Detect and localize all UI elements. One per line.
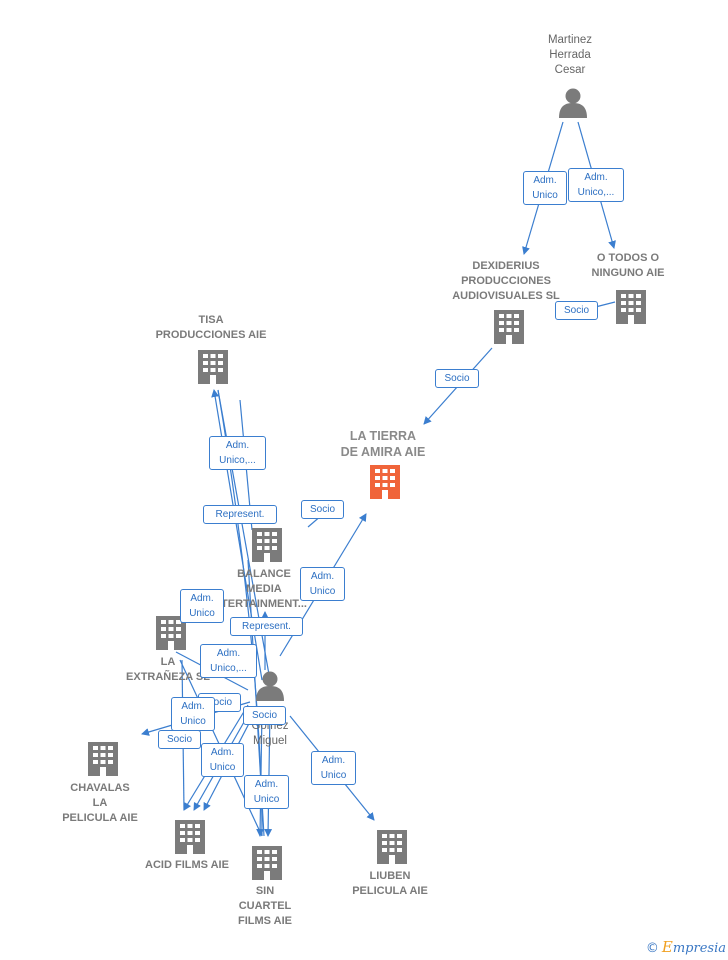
building-icon[interactable]: [377, 830, 407, 864]
building-icon[interactable]: [252, 528, 282, 562]
edge-label[interactable]: Represent.: [230, 617, 303, 636]
building-icon[interactable]: [88, 742, 118, 776]
edge-label[interactable]: Adm. Unico,...: [568, 168, 624, 202]
edge-label[interactable]: Adm. Unico: [311, 751, 356, 785]
building-icon[interactable]: [252, 846, 282, 880]
building-icon[interactable]: [175, 820, 205, 854]
edge-label[interactable]: Adm. Unico,...: [200, 644, 257, 678]
edge-label[interactable]: Socio: [435, 369, 479, 388]
person-icon[interactable]: [256, 671, 284, 702]
node-label-chavalas[interactable]: CHAVALAS LA PELICULA AIE: [62, 782, 138, 824]
node-label-balance[interactable]: BALANCE MEDIA TERTAINMENT...: [221, 568, 307, 610]
node-label-tisa[interactable]: TISA PRODUCCIONES AIE: [155, 314, 267, 341]
edge-person-sincuartel-2: [264, 709, 273, 837]
edge-label[interactable]: Socio: [301, 500, 344, 519]
edge-label[interactable]: Socio: [555, 301, 598, 320]
brand-name: mpresia: [672, 941, 726, 956]
node-label-acid[interactable]: ACID FILMS AIE: [145, 859, 229, 871]
node-label-sincuartel[interactable]: SIN CUARTEL FILMS AIE: [238, 885, 292, 927]
copyright-symbol: ©: [645, 941, 659, 956]
person-icon[interactable]: [559, 88, 587, 119]
building-icon[interactable]: [198, 350, 228, 384]
building-icon[interactable]: [494, 310, 524, 344]
node-label-tierra[interactable]: LA TIERRA DE AMIRA AIE: [340, 429, 426, 459]
node-label-martinez[interactable]: Martinez Herrada Cesar: [547, 34, 593, 76]
edge-label[interactable]: Adm. Unico: [300, 567, 345, 601]
node-label-otodos[interactable]: O TODOS O NINGUNO AIE: [591, 252, 665, 279]
node-label-dexiderius[interactable]: DEXIDERIUS PRODUCCIONES AUDIOVISUALES SL: [452, 260, 560, 302]
brand-logo: ©Empresia: [646, 938, 726, 956]
node-label-liuben[interactable]: LIUBEN PELICULA AIE: [352, 870, 428, 897]
building-icon[interactable]: [616, 290, 646, 324]
brand-initial: E: [661, 938, 673, 956]
edge-label[interactable]: Adm. Unico: [171, 697, 215, 731]
edge-label[interactable]: Represent.: [203, 505, 277, 524]
building-icon[interactable]: [370, 465, 400, 499]
edge-label[interactable]: Adm. Unico: [201, 743, 244, 777]
edge-label[interactable]: Adm. Unico,...: [209, 436, 266, 470]
edge-label[interactable]: Adm. Unico: [523, 171, 567, 205]
edge-label[interactable]: Socio: [243, 706, 286, 725]
edge-label[interactable]: Socio: [158, 730, 201, 749]
edge-label[interactable]: Adm. Unico: [180, 589, 224, 623]
edge-label[interactable]: Adm. Unico: [244, 775, 289, 809]
